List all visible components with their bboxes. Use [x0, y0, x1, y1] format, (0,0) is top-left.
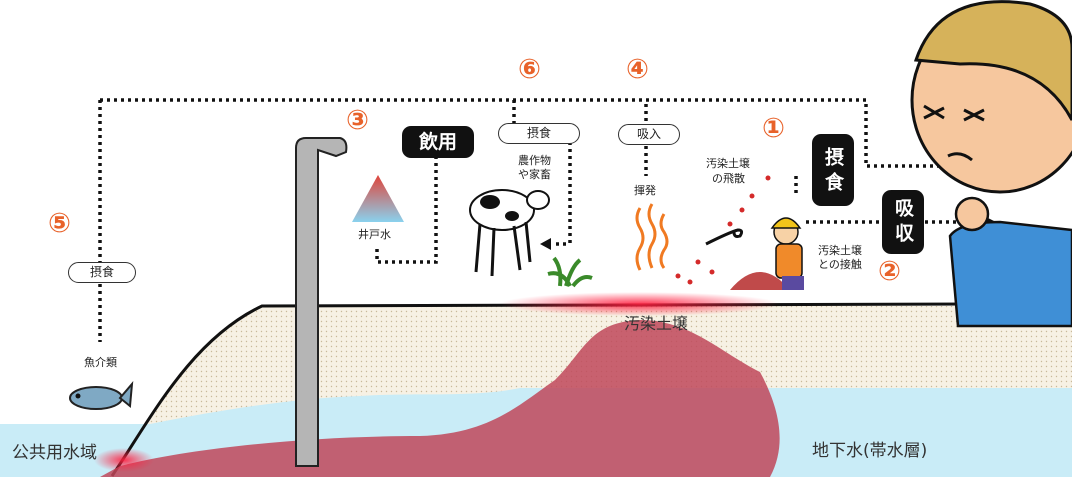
well-pipe — [295, 137, 348, 467]
boy-illustration — [910, 0, 1072, 328]
volatilization-label: 揮発 — [634, 184, 656, 197]
contamination-plume — [100, 320, 780, 477]
pathway-number-4: ④ — [626, 54, 649, 85]
soil-contact-label-1: 汚染土壌 — [818, 244, 862, 257]
volatilization-waves — [635, 203, 669, 271]
soil-contact-label-2: との接触 — [818, 258, 862, 271]
pathway-number-5: ⑤ — [48, 208, 71, 239]
plant-icon — [547, 256, 593, 288]
inhalation-pill: 吸入 — [618, 124, 680, 145]
worker-illustration — [730, 217, 804, 290]
soil-surface-glow — [500, 292, 780, 316]
ingestion-pill-crops: 摂食 — [498, 123, 580, 144]
fish-label: 魚介類 — [84, 356, 117, 369]
wind-swirl — [705, 228, 744, 246]
pathway-3 — [375, 156, 438, 264]
public-water-glow — [94, 448, 154, 472]
pathway-number-3: ③ — [346, 105, 369, 136]
soil-scatter-label-1: 汚染土壌 — [706, 157, 750, 170]
crops-livestock-label-1: 農作物 — [518, 154, 551, 167]
soil-scatter-label-2: の飛散 — [712, 172, 745, 185]
groundwater-label: 地下水(帯水層) — [812, 441, 928, 461]
pathway-number-2: ② — [878, 256, 901, 287]
absorption-main-label: 吸収 — [882, 190, 924, 254]
ingestion-pill-fish: 摂食 — [68, 262, 136, 283]
pathway-number-6: ⑥ — [518, 54, 541, 85]
drinking-label: 飲用 — [402, 126, 474, 158]
ingestion-main-label: 摂食 — [812, 134, 854, 206]
crops-livestock-label-2: や家畜 — [518, 168, 551, 181]
pathway-top-line — [100, 98, 960, 168]
well-water-label: 井戸水 — [358, 228, 391, 241]
scatter-dots — [675, 175, 771, 285]
contaminated-soil-label: 汚染土壌 — [624, 314, 689, 333]
mountain-icon — [352, 175, 404, 222]
fish-illustration — [69, 380, 134, 410]
arrow-to-cow — [540, 238, 551, 250]
pathway-number-1: ① — [762, 113, 785, 144]
cow-illustration — [469, 189, 550, 277]
public-waters-label: 公共用水域 — [12, 443, 97, 463]
